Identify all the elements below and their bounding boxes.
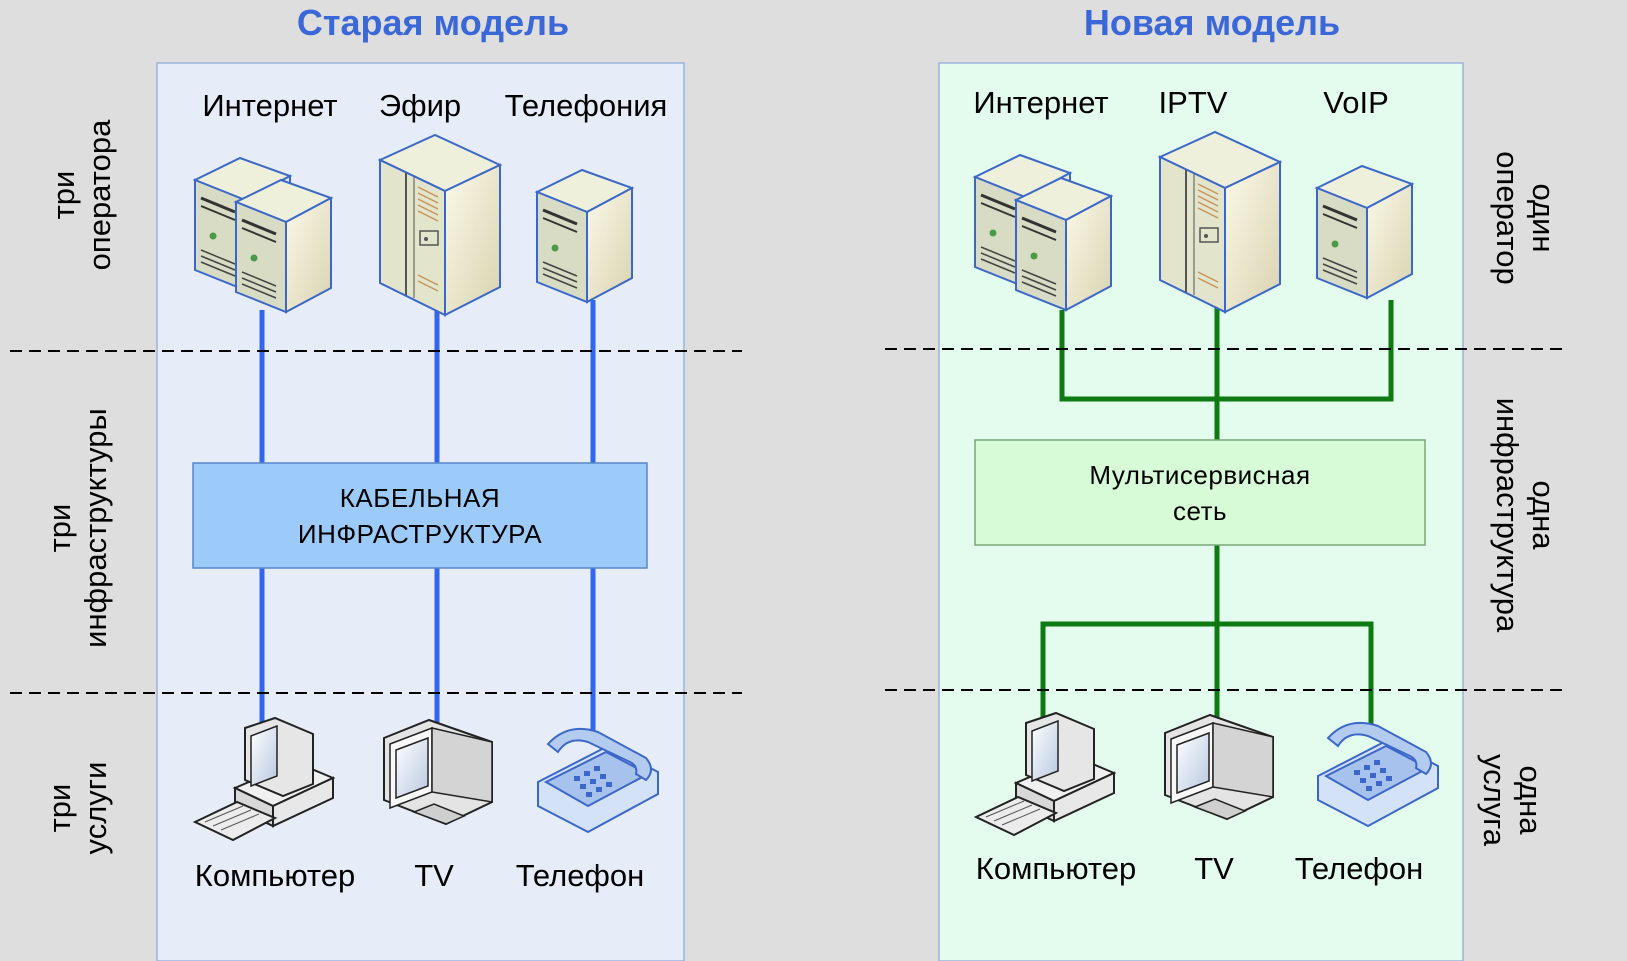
new-service-label-tv: TV (1194, 851, 1234, 886)
new-operator-label-iptv: IPTV (1158, 85, 1228, 120)
new-service-label-computer: Компьютер (975, 851, 1137, 886)
side-label-three-infrastructures: три инфраструктуры (42, 408, 113, 648)
old-model-title: Старая модель (296, 2, 570, 43)
old-service-label-phone: Телефон (515, 858, 645, 893)
old-operator-label-internet: Интернет (202, 88, 338, 123)
side-label-one-infrastructure: одна инфраструктура (1490, 397, 1561, 633)
old-service-label-tv: TV (414, 858, 454, 893)
cable-infrastructure-label: КАБЕЛЬНАЯ ИНФРАСТРУКТУРА (297, 482, 543, 549)
old-operator-label-telephony: Телефония (504, 88, 668, 123)
new-lower-bus (1040, 621, 1374, 735)
old-service-label-computer: Компьютер (194, 858, 356, 893)
multiservice-network-label: Мультисервисная сеть (1089, 459, 1311, 526)
single-server-icon (1315, 164, 1414, 300)
tower-server-icon (1159, 131, 1281, 313)
new-operator-label-internet: Интернет (973, 85, 1109, 120)
new-model-title: Новая модель (1083, 2, 1341, 43)
new-service-label-phone: Телефон (1294, 851, 1424, 886)
tower-server-icon (379, 134, 501, 316)
side-label-three-operators: три оператора (46, 119, 117, 271)
dashed-separators (10, 348, 1565, 694)
single-server-icon (535, 168, 634, 304)
multiservice-network-box (974, 439, 1426, 546)
side-label-three-services: три услуги (42, 761, 113, 855)
cable-infrastructure-box (192, 462, 648, 569)
side-label-one-service: одна услуга (1477, 753, 1548, 847)
side-label-one-operator: один оператор (1490, 151, 1561, 285)
old-operator-label-efir: Эфир (378, 88, 462, 123)
new-operator-label-voip: VoIP (1323, 85, 1389, 120)
